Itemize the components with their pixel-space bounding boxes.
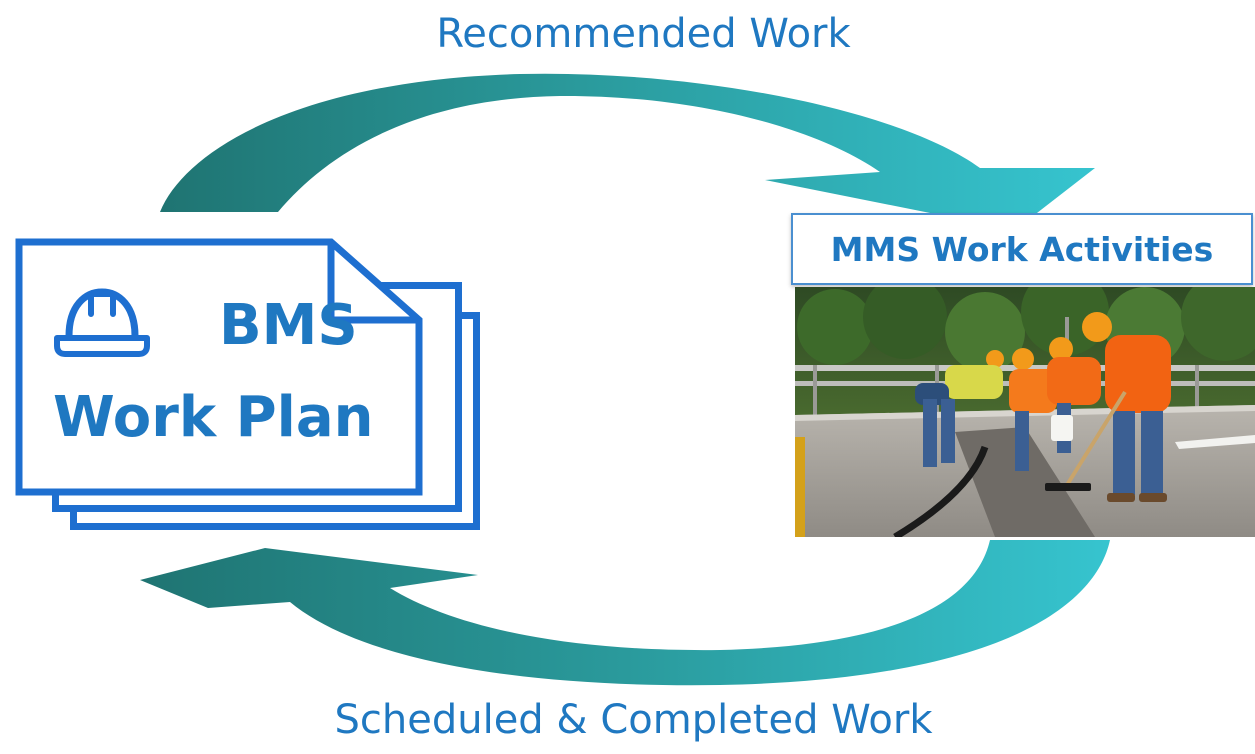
document-front-sheet xyxy=(15,238,423,496)
top-arrow xyxy=(160,73,1095,230)
bridge-deck-repair-crew-photo xyxy=(795,287,1255,537)
bottom-arrow xyxy=(140,540,1110,686)
mms-title: MMS Work Activities xyxy=(830,230,1214,269)
work-plan-title: Work Plan xyxy=(53,385,374,450)
bms-title: BMS xyxy=(219,293,358,358)
scheduled-completed-work-label: Scheduled & Completed Work xyxy=(334,697,933,743)
bms-work-plan-document: BMS Work Plan xyxy=(15,238,423,496)
recommended-work-label: Recommended Work xyxy=(436,11,851,57)
mms-work-activities-panel: MMS Work Activities xyxy=(791,213,1255,539)
mms-header-box: MMS Work Activities xyxy=(791,213,1253,285)
hard-hat-icon xyxy=(54,288,150,357)
